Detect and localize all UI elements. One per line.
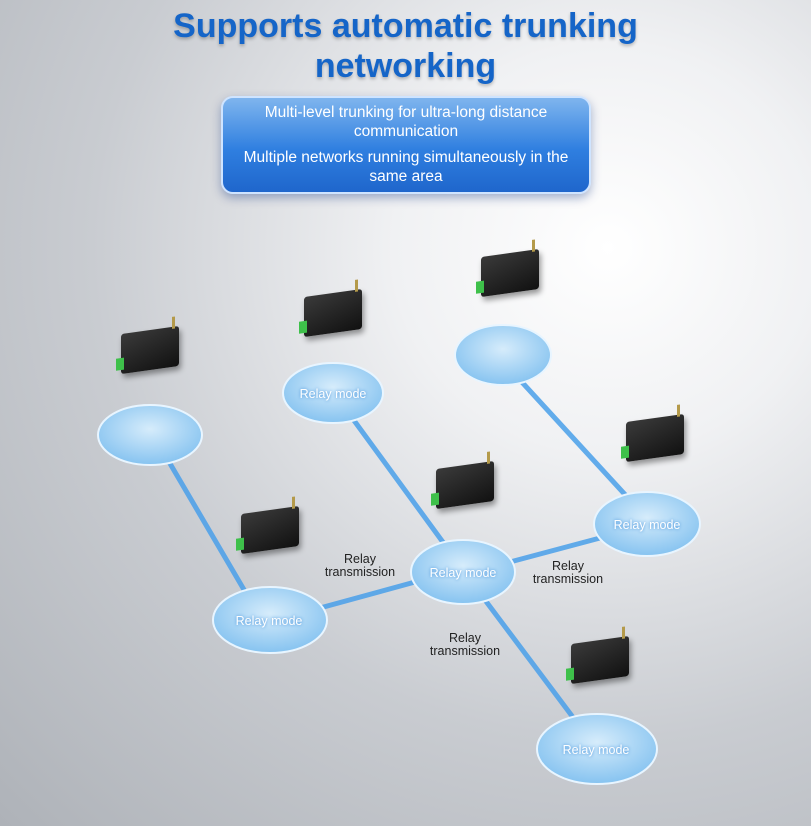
node-label: Relay mode: [235, 614, 303, 628]
node: [282, 362, 384, 424]
node: [410, 539, 516, 605]
link: [507, 535, 603, 565]
node: [97, 404, 203, 466]
node-label: Relay mode: [562, 743, 630, 757]
data-transceiver-device: [121, 325, 179, 375]
node: [454, 324, 552, 386]
feature-1: Multi-level trunking for ultra-long dist…: [264, 104, 548, 140]
data-transceiver-device: [436, 460, 494, 510]
node: [212, 586, 328, 654]
data-transceiver-device: [481, 248, 539, 298]
page-title: Supports automatic trunking networking: [173, 7, 638, 85]
link: [517, 377, 633, 503]
node-label: Relay mode: [613, 518, 681, 532]
data-transceiver-device: [304, 288, 362, 338]
link: [347, 412, 448, 548]
node: [593, 491, 701, 557]
link: [482, 597, 578, 723]
node: [536, 713, 658, 785]
data-transceiver-device: [241, 505, 299, 555]
link: [317, 579, 418, 611]
node-label: Relay mode: [299, 387, 367, 401]
data-transceiver-device: [626, 413, 684, 463]
feature-box: Multi-level trunking for ultra-long dist…: [221, 96, 591, 194]
link: [162, 452, 253, 603]
data-transceiver-device: [571, 635, 629, 685]
feature-2: Multiple networks running simultaneously…: [243, 149, 569, 185]
node-label: Relay mode: [429, 566, 497, 580]
